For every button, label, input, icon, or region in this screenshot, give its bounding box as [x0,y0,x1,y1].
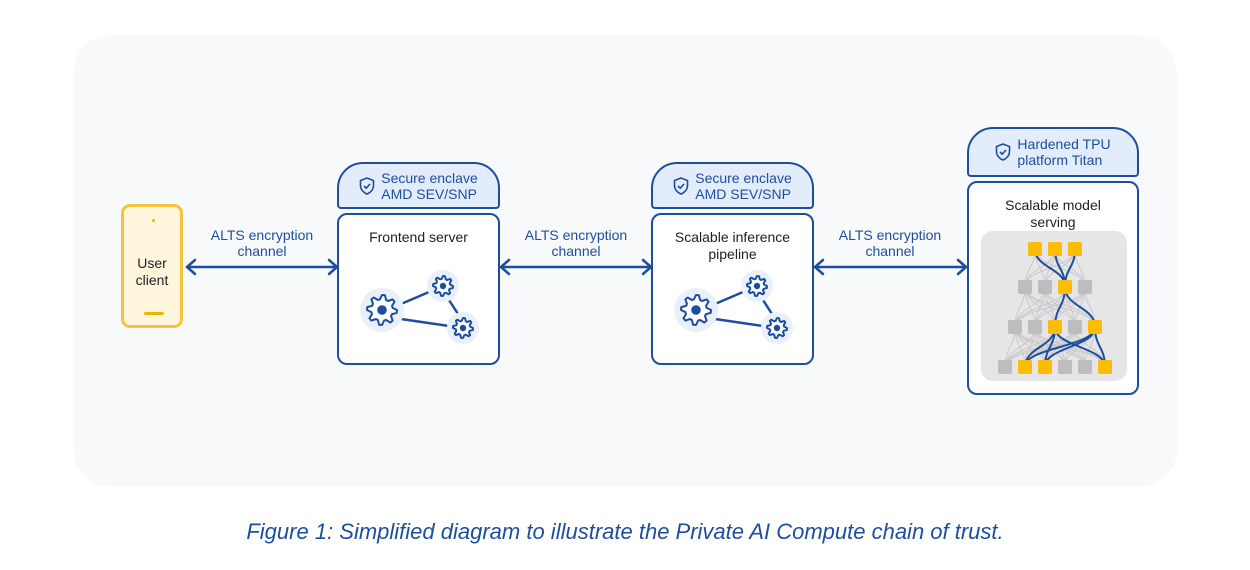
neural-network-illustration [998,242,1112,374]
inactive-node [1078,280,1092,294]
gear-link [761,299,774,315]
channel-label-1: ALTS encryption channel [210,227,314,259]
gear-hub [377,305,387,315]
active-node [1048,242,1062,256]
node-title: Frontend server [369,229,468,245]
channel-label-3: ALTS encryption channel [838,227,942,259]
inactive-node [1038,280,1052,294]
inactive-node [1058,360,1072,374]
active-node [1098,360,1112,374]
phone-home-bar [144,312,164,315]
gear-link [400,290,430,306]
badge-label: Secure enclave AMD SEV/SNP [695,169,792,202]
badge-label: Secure enclave AMD SEV/SNP [381,169,478,202]
gear-hub [459,324,467,332]
secure-enclave-badge-1: Secure enclave AMD SEV/SNP [337,162,500,209]
gear-hub [753,282,761,290]
gear-link [714,290,744,306]
active-node [1018,360,1032,374]
inactive-node [1078,360,1092,374]
node-title: Scalable model serving [1005,197,1101,230]
shield-check-icon [359,176,375,195]
inactive-node [1018,280,1032,294]
figure-caption: Figure 1: Simplified diagram to illustra… [246,519,1004,544]
gear-hub [773,324,781,332]
gear-link [400,317,450,328]
phone-camera-dot [152,219,155,222]
active-node [1028,242,1042,256]
arrow-1 [185,258,339,276]
user-client-phone: User client [121,204,183,328]
gear-hub [439,282,447,290]
gear-hub [691,305,701,315]
arrow-2 [499,258,653,276]
shield-check-icon [673,176,689,195]
active-node [1068,242,1082,256]
inactive-node [1028,320,1042,334]
secure-enclave-badge-2: Secure enclave AMD SEV/SNP [651,162,814,209]
badge-label: Hardened TPU platform Titan [1017,136,1111,168]
hardened-tpu-badge: Hardened TPU platform Titan [967,127,1139,177]
model-serving-box: Scalable model serving [967,181,1139,395]
gear-link [714,317,764,328]
user-client-label: User client [135,255,169,288]
gear-network-illustration [674,270,793,344]
shield-check-icon [996,143,1011,161]
frontend-server-box: Frontend server [337,213,500,365]
gear-link [447,299,460,315]
inactive-node [1068,320,1082,334]
node-title: Scalable inference pipeline [674,229,791,262]
active-node [1058,280,1072,294]
inactive-node [998,360,1012,374]
active-node [1088,320,1102,334]
active-node [1038,360,1052,374]
inference-pipeline-box: Scalable inference pipeline [651,213,814,365]
gear-network-illustration [360,270,479,344]
inactive-node [1008,320,1022,334]
channel-label-2: ALTS encryption channel [524,227,628,259]
active-node [1048,320,1062,334]
arrow-3 [813,258,968,276]
